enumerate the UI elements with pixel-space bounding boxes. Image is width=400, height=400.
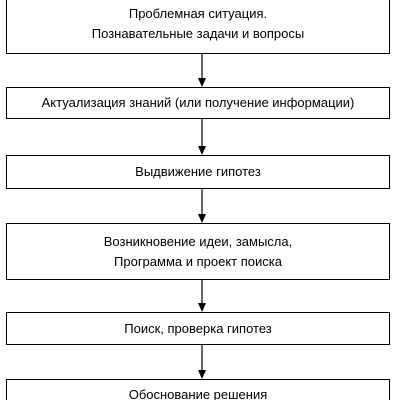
arrowhead-icon <box>198 214 206 223</box>
step-box-hypothesis-proposal: Выдвижение гипотез <box>6 155 390 189</box>
step-box-solution-justification: Обоснование решения <box>6 379 390 400</box>
step-box-knowledge-actualization: Актуализация знаний (или получение инфор… <box>6 87 390 119</box>
step-label: Обоснование решения <box>128 387 268 400</box>
step-label: Актуализация знаний (или получение инфор… <box>41 95 355 110</box>
step-box-idea-and-search-program: Возникновение идеи, замысла, Программа и… <box>6 223 390 280</box>
step-box-search-and-verification: Поиск, проверка гипотез <box>6 312 390 345</box>
arrowhead-icon <box>198 303 206 312</box>
arrowhead-icon <box>198 146 206 155</box>
step-label: Поиск, проверка гипотез <box>124 320 272 336</box>
step-box-problem-situation: Проблемная ситуация. Познавательные зада… <box>6 0 390 54</box>
arrowhead-icon <box>198 78 206 87</box>
arrowhead-icon <box>198 370 206 379</box>
step-label: Проблемная ситуация. Познавательные зада… <box>91 6 305 41</box>
step-label: Возникновение идеи, замысла, Программа и… <box>103 233 293 269</box>
step-label: Выдвижение гипотез <box>135 164 261 179</box>
